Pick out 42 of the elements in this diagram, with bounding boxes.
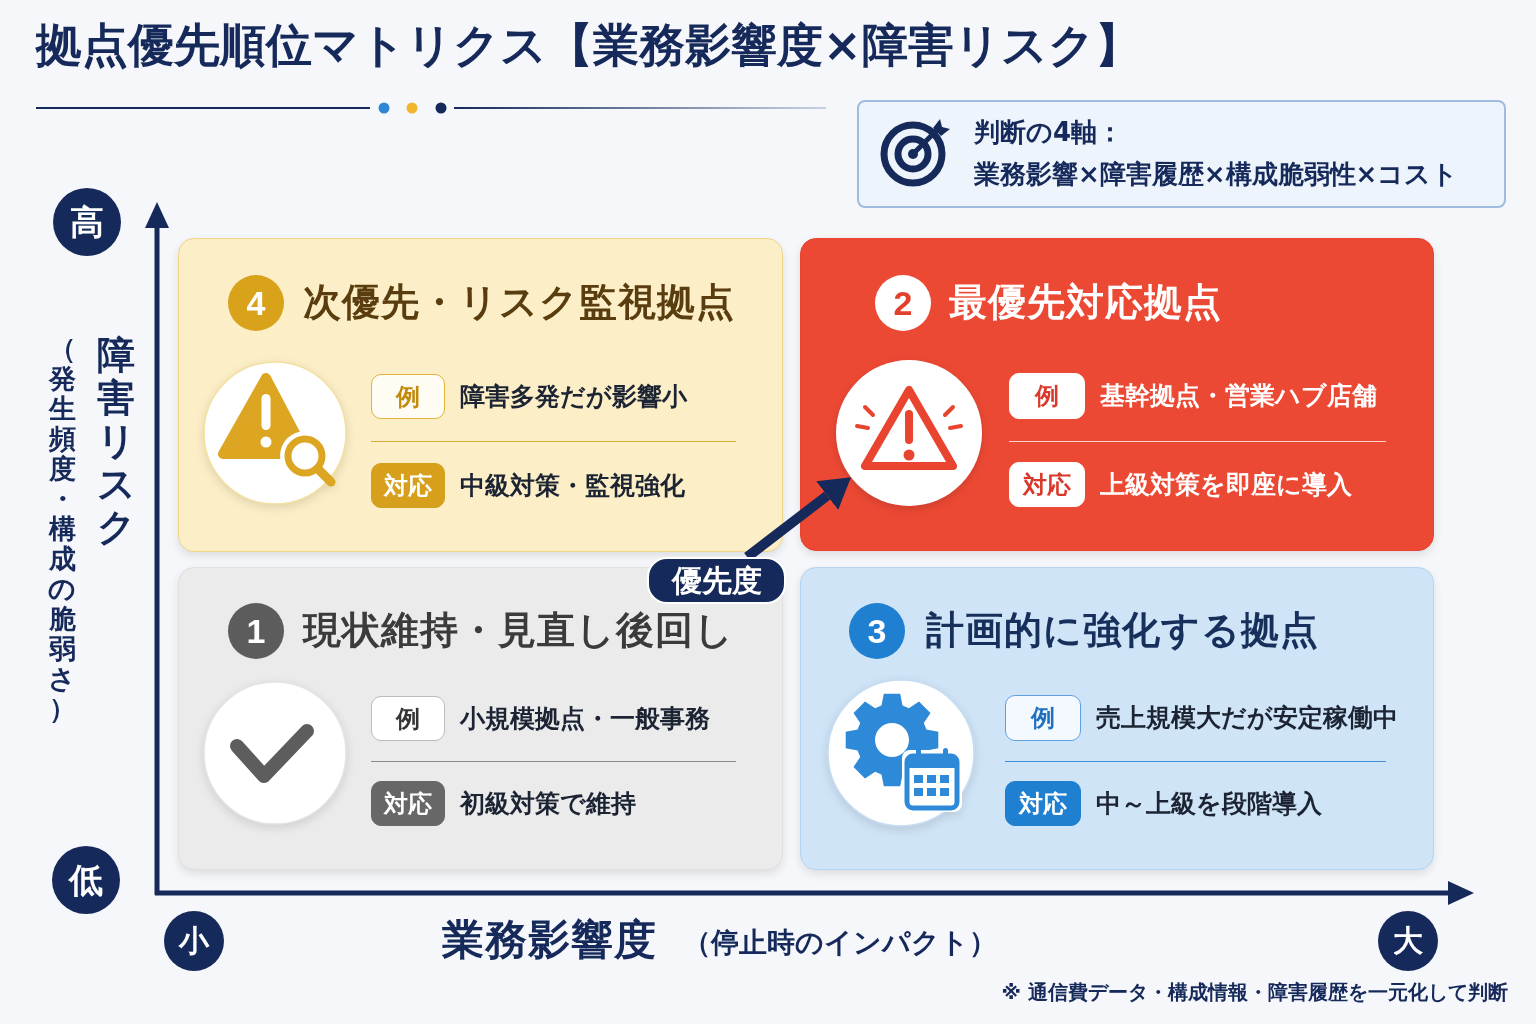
- quadrant-title: 現状維持・見直し後回し: [303, 608, 734, 654]
- quadrant-panel: [800, 567, 1434, 870]
- action-tag: 対応: [371, 781, 445, 826]
- action-tag: 対応: [1005, 781, 1081, 826]
- quadrant-panel: [800, 238, 1434, 551]
- example-tag: 例: [371, 696, 445, 741]
- title: 拠点優先順位マトリクス【業務影響度×障害リスク】: [36, 18, 1141, 74]
- action-text: 中～上級を段階導入: [1096, 788, 1322, 819]
- info-text: 業務影響×障害履歴×構成脆弱性×コスト: [974, 158, 1459, 191]
- example-tag: 例: [371, 374, 445, 419]
- quadrant-title: 計画的に強化する拠点: [926, 608, 1319, 654]
- axis-subtitle: （発生頻度・構成の脆弱さ）: [47, 334, 77, 724]
- example-tag: 例: [1009, 373, 1085, 419]
- axis-title: 障害リスク: [95, 334, 137, 549]
- example-text: 売上規模大だが安定稼働中: [1096, 703, 1398, 733]
- axis-end-circle: 低: [52, 846, 120, 914]
- axis-subtitle: （停止時のインパクト）: [683, 926, 997, 960]
- example-text: 基幹拠点・営業ハブ店舗: [1100, 381, 1377, 411]
- example-text: 障害多発だが影響小: [460, 381, 687, 412]
- number-circle: 1: [228, 603, 284, 659]
- footnote: ※ 通信費データ・構成情報・障害履歴を一元化して判断: [1001, 980, 1508, 1004]
- action-text: 上級対策を即座に導入: [1100, 469, 1352, 500]
- action-text: 中級対策・監視強化: [460, 470, 685, 501]
- number-circle: 4: [228, 275, 284, 331]
- action-text: 初級対策で維持: [460, 788, 636, 819]
- quadrant-title: 次優先・リスク監視拠点: [303, 280, 735, 326]
- quadrant-panel: [178, 567, 783, 870]
- action-tag: 対応: [1009, 462, 1085, 507]
- axis-end-circle: 高: [53, 188, 121, 256]
- axis-title: 業務影響度: [442, 915, 657, 966]
- axis-end-circle: 小: [164, 911, 224, 971]
- info-box: [857, 100, 1506, 208]
- number-circle: 2: [875, 275, 931, 331]
- info-heading: 判断の4軸：: [974, 116, 1124, 149]
- example-text: 小規模拠点・一般事務: [460, 703, 710, 734]
- priority-pill: 優先度: [647, 557, 786, 604]
- axis-end-circle: 大: [1378, 911, 1438, 971]
- quadrant-panel: [178, 238, 783, 552]
- example-tag: 例: [1005, 695, 1081, 741]
- quadrant-title: 最優先対応拠点: [949, 280, 1222, 326]
- number-circle: 3: [849, 603, 905, 659]
- action-tag: 対応: [371, 463, 445, 508]
